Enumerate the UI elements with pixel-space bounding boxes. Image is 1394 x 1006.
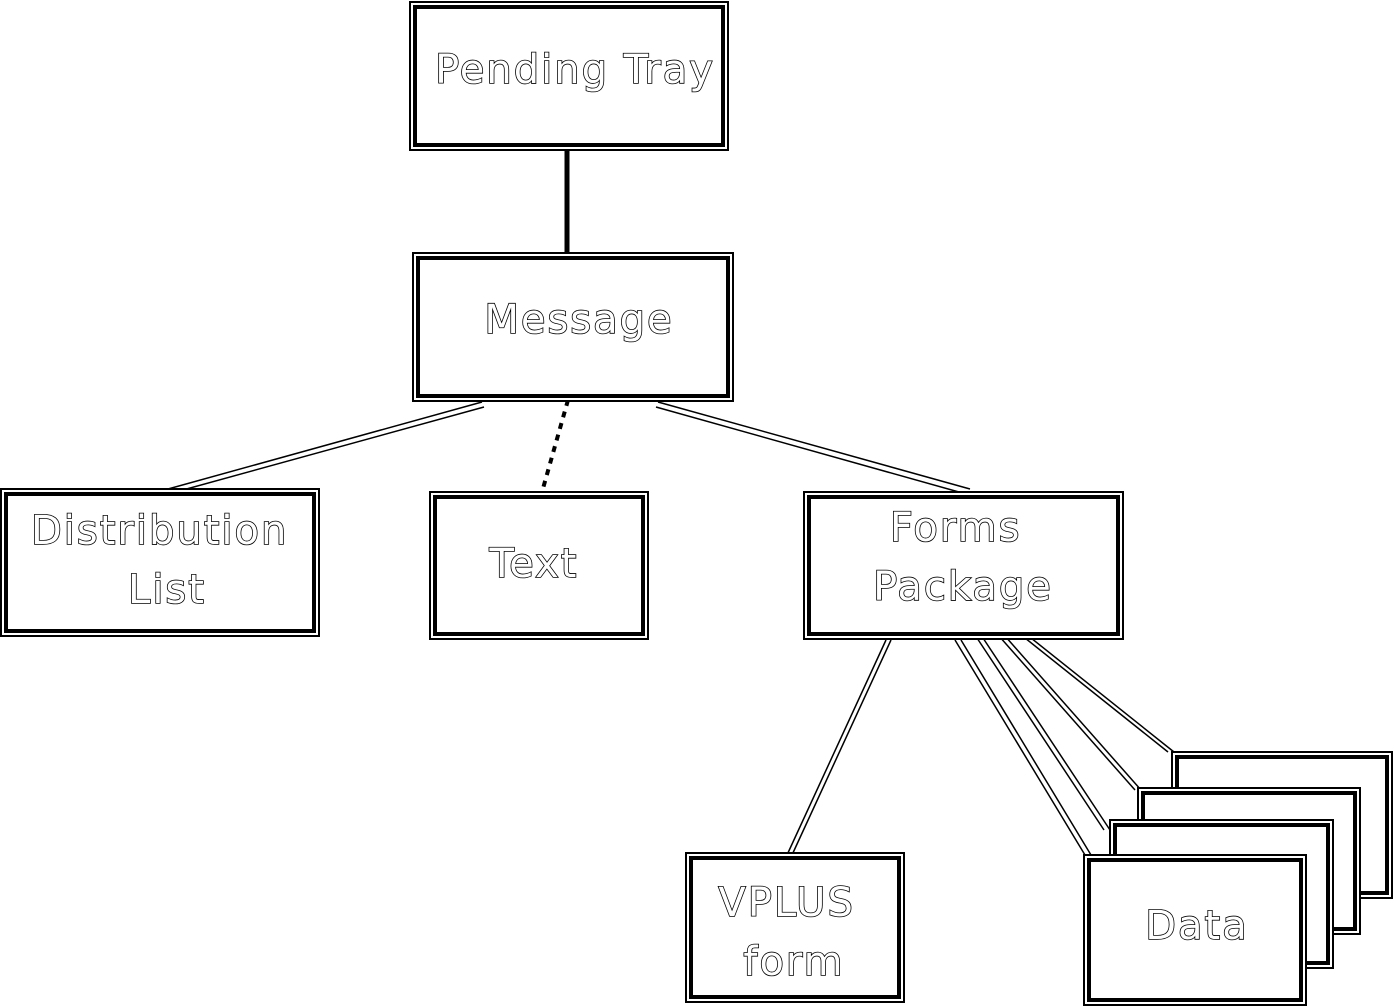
connector-message-distribution-list [167,401,485,494]
text-box: Text [429,491,649,640]
connector-forms-package-data-3 [998,635,1142,791]
connector-forms-package-data-1 [954,639,1092,856]
message-box: Message [412,252,734,402]
data-stack: Data [1083,751,1393,1006]
vplus-form-label: VPLUS form [718,880,869,985]
connector-message-forms-package [655,401,971,495]
message-label: Message [484,297,673,343]
forms-package-label: Forms Package [873,505,1053,610]
distribution-list-box: Distribution List [0,488,320,637]
data-label: Data [1145,903,1249,949]
connectors [167,150,1175,856]
vplus-form-box: VPLUS form [685,852,905,1003]
connector-forms-package-data-4 [1019,633,1175,753]
pending-tray-label: Pending Tray [435,47,715,93]
connector-message-text-dotted [540,399,570,493]
connector-forms-package-data-2 [976,637,1111,831]
text-label: Text [489,541,579,587]
forms-package-box: Forms Package [803,491,1124,640]
connector-forms-package-vplus-form [786,639,892,856]
distribution-list-label: Distribution List [31,508,303,613]
pending-tray-box: Pending Tray [409,1,729,151]
data-box: Data [1083,854,1307,1006]
